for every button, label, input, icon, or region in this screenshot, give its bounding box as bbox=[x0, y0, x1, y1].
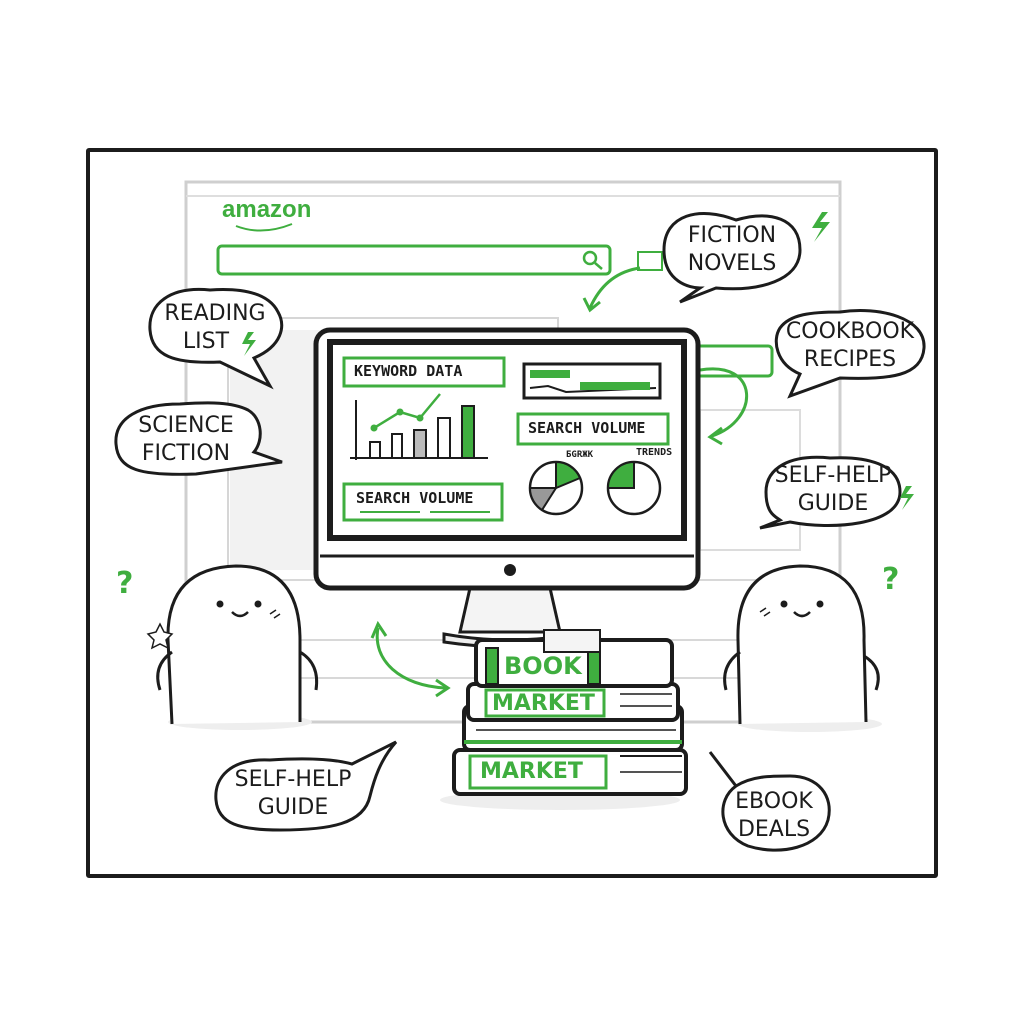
bubble-self-help-right bbox=[759, 455, 902, 530]
arrow-icon bbox=[588, 266, 641, 309]
pie-chart-icon bbox=[528, 460, 662, 516]
frame-border bbox=[86, 148, 938, 878]
lightning-icon bbox=[900, 486, 914, 510]
bubble-ebook-deals bbox=[708, 751, 831, 852]
bar-chart-icon bbox=[350, 393, 488, 460]
arrow-icon bbox=[375, 627, 447, 690]
panel-keyword-data: KEYWORD DATA bbox=[354, 362, 463, 380]
pie-label-right: TRENDS bbox=[636, 447, 673, 458]
arrow-icon bbox=[699, 367, 748, 438]
bubble-reading-list bbox=[148, 287, 284, 390]
character-right bbox=[723, 564, 882, 732]
panel-search-volume-bottom: SEARCH VOLUME bbox=[356, 489, 474, 507]
bubble-self-help-left bbox=[214, 740, 398, 832]
lightning-icon bbox=[242, 332, 256, 356]
book-label-bottom: MARKET bbox=[480, 759, 583, 784]
lightning-icon bbox=[812, 212, 830, 242]
question-mark-icon: ? bbox=[116, 566, 134, 601]
book-label-top: BOOK bbox=[504, 652, 582, 680]
book-label-middle: MARKET bbox=[492, 691, 595, 716]
amazon-logo: amazon bbox=[222, 196, 312, 223]
bubble-cookbook-recipes bbox=[774, 309, 926, 399]
bubble-fiction-novels bbox=[662, 212, 802, 304]
search-bar bbox=[216, 244, 612, 276]
question-mark-icon: ? bbox=[882, 562, 900, 597]
panel-search-volume-top: SEARCH VOLUME bbox=[528, 419, 646, 437]
character-left bbox=[146, 564, 319, 730]
pie-label-left: БGRЖK bbox=[566, 450, 594, 460]
bubble-science-fiction bbox=[114, 401, 283, 476]
